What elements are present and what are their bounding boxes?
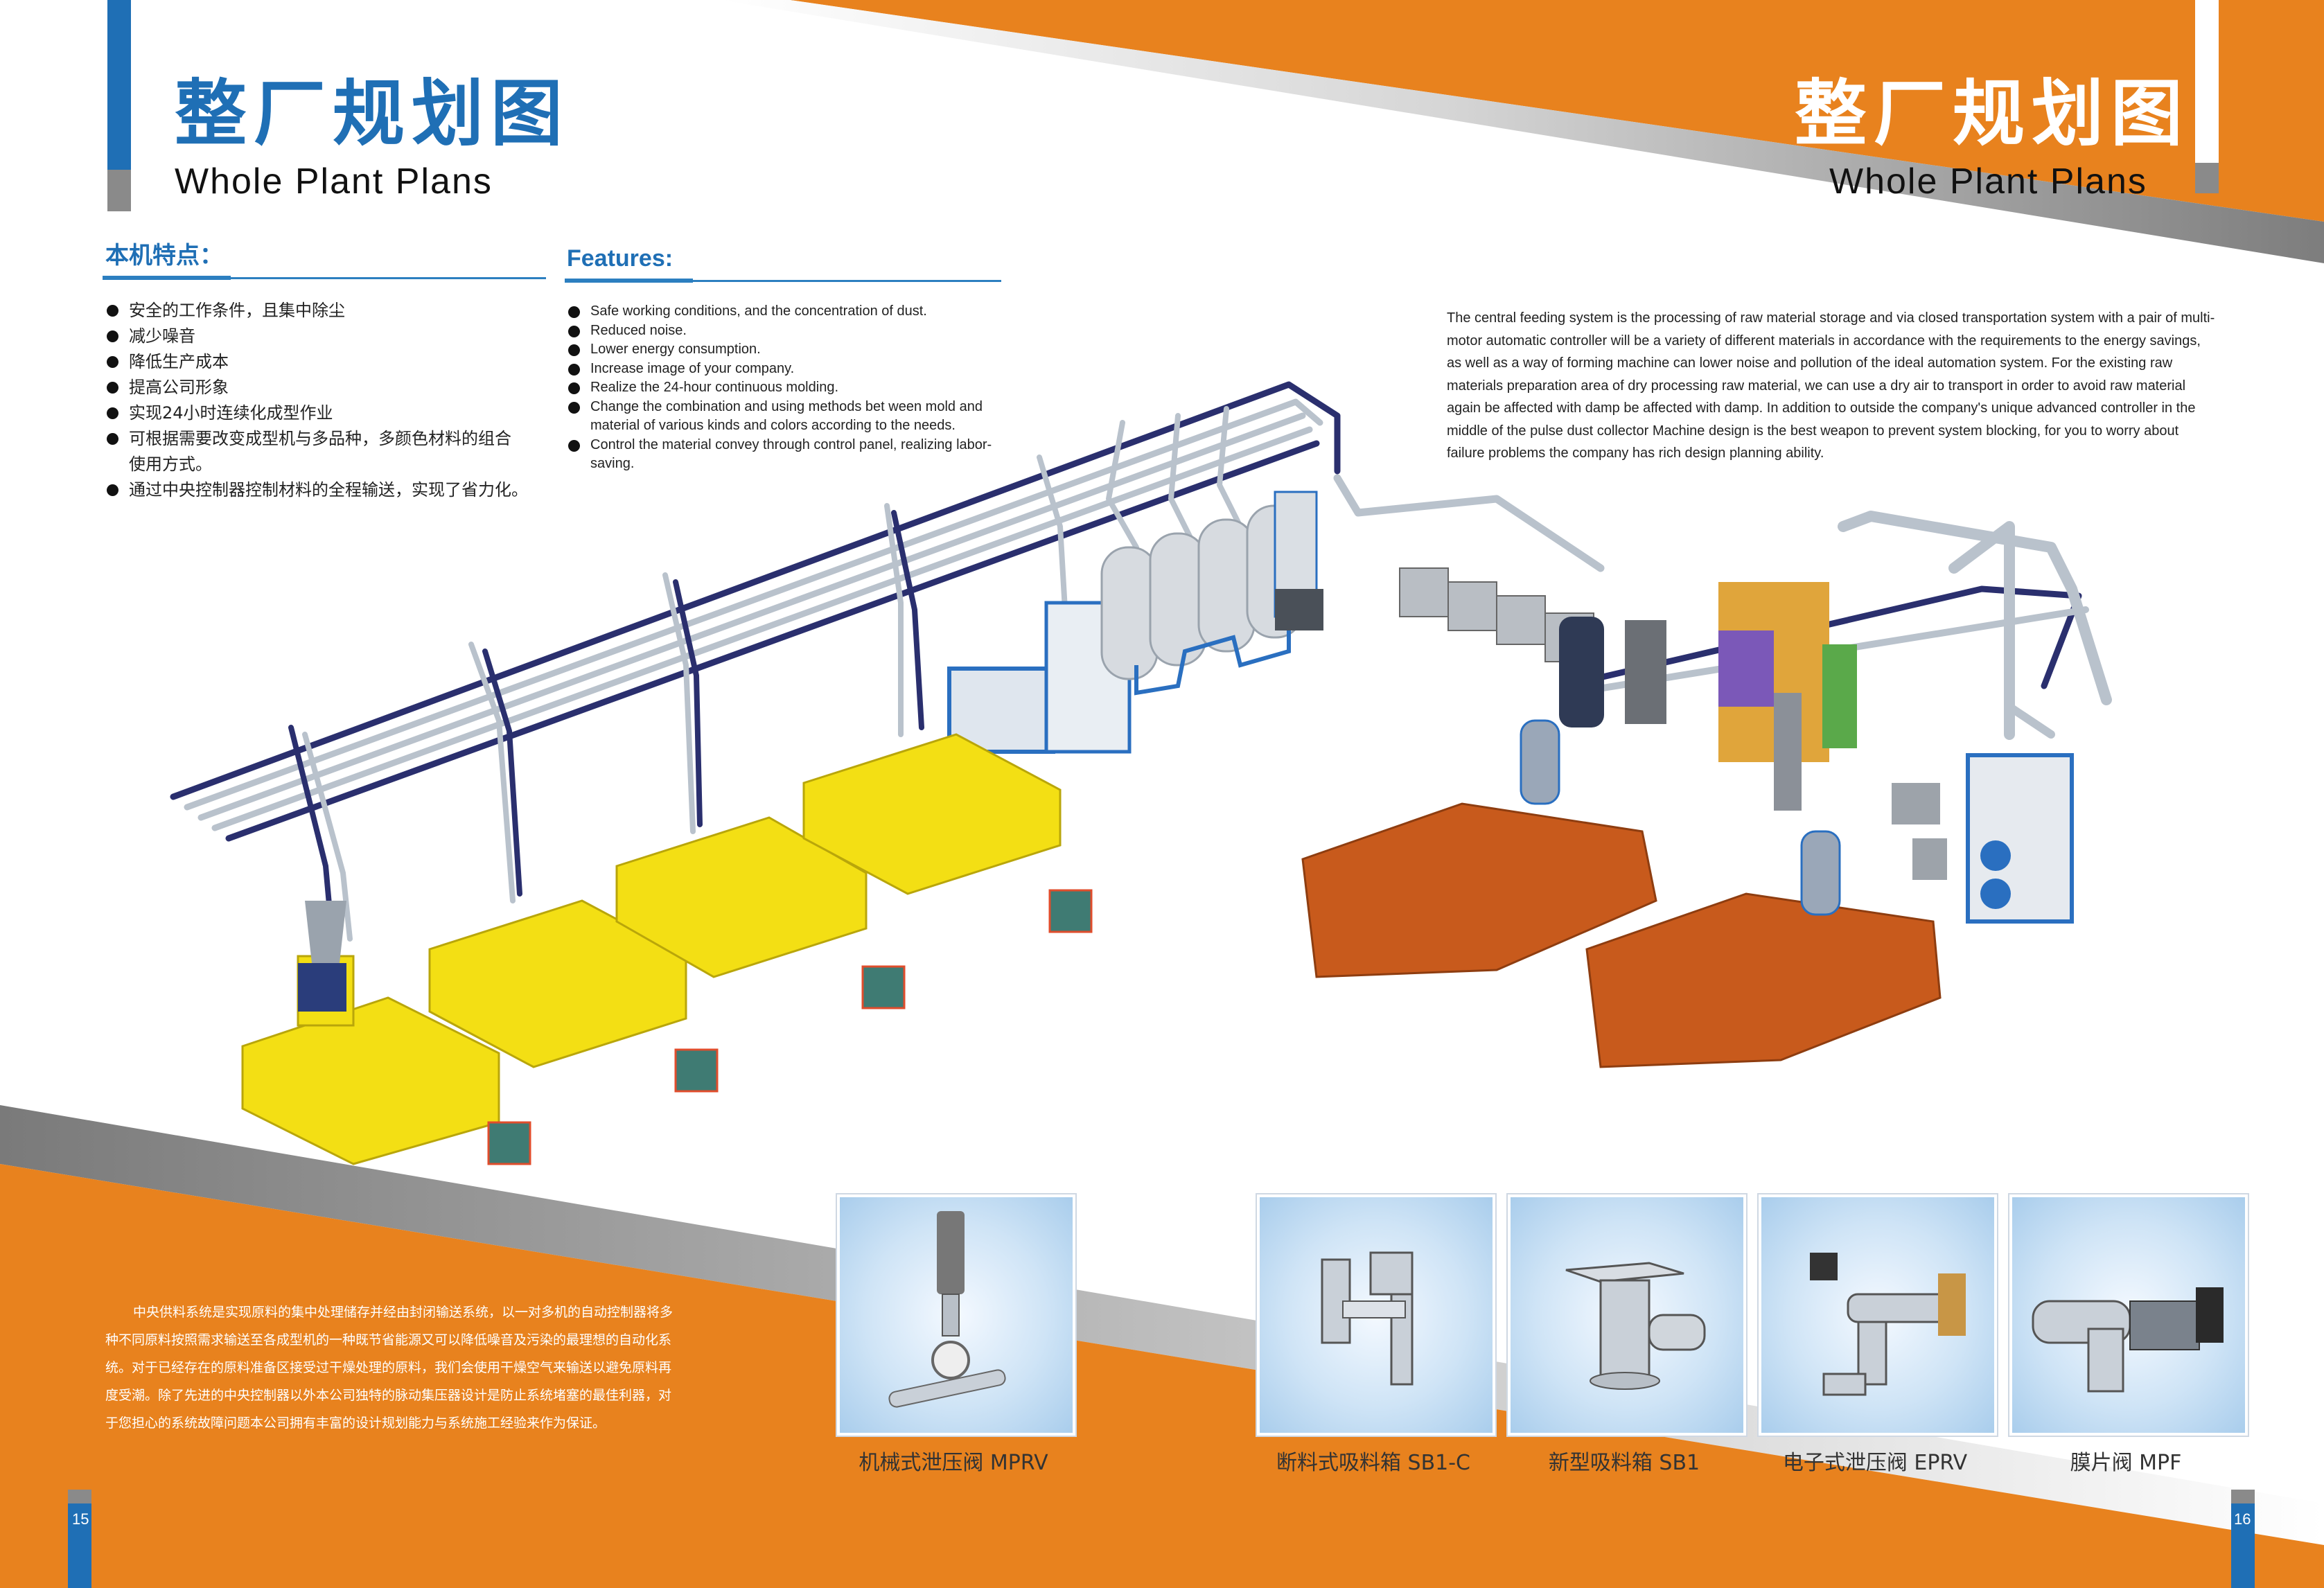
product-caption: 膜片阀 MPF — [2070, 1451, 2182, 1475]
list-item: Control the material convey through cont… — [567, 436, 1003, 474]
diaphragm-valve-icon — [2032, 1287, 2224, 1393]
description-zh: 中央供料系统是实现原料的集中处理储存并经由封闭输送系统，以一对多机的自动控制器将… — [105, 1305, 674, 1431]
material-bins — [1399, 567, 1666, 727]
electronic-valve-icon — [1810, 1253, 1966, 1396]
list-item: 通过中央控制器控制材料的全程输送，实现了省力化。 — [105, 477, 549, 503]
page-number-right: 16 — [2234, 1510, 2251, 1528]
yellow-molding-machines — [241, 733, 1062, 1165]
list-item: 实现24小时连续化成型作业 — [105, 400, 549, 426]
features-heading-en: Features: — [567, 245, 674, 272]
control-boxes — [487, 889, 1093, 1165]
product-caption: 断料式吸料箱 SB1-C — [1276, 1451, 1471, 1475]
conveying-pipes — [170, 381, 2112, 945]
list-item: Increase image of your company. — [567, 360, 1003, 379]
list-item: Lower energy consumption. — [567, 340, 1003, 360]
suction-box-icon — [1565, 1262, 1706, 1390]
list-item: Reduced noise. — [567, 321, 1003, 341]
heading-rule — [103, 277, 546, 279]
mixer-unit — [298, 901, 346, 1012]
page-title-en-right: Whole Plant Plans — [1829, 161, 2147, 202]
page-title-en-left: Whole Plant Plans — [175, 161, 493, 202]
page-title-zh-left: 整厂规划图 — [175, 71, 570, 156]
product-photo-sb1 — [1508, 1194, 1746, 1436]
page-number-left: 15 — [72, 1510, 89, 1528]
list-item: 提高公司形象 — [105, 375, 549, 400]
features-list-en: Safe working conditions, and the concent… — [567, 302, 1003, 474]
product-caption: 新型吸料箱 SB1 — [1548, 1451, 1700, 1475]
list-item: 安全的工作条件，且集中除尘 — [105, 298, 549, 324]
product-caption: 机械式泄压阀 MPRV — [859, 1451, 1048, 1475]
list-item: 减少噪音 — [105, 324, 549, 349]
hopper-loaders — [1520, 719, 1841, 916]
product-photo-eprv — [1759, 1194, 1997, 1436]
list-item: 降低生产成本 — [105, 349, 549, 375]
dust-collector-tower — [1718, 582, 2074, 924]
description-en: The central feeding system is the proces… — [1447, 310, 2215, 461]
features-heading-zh: 本机特点： — [105, 242, 223, 270]
product-photo-mprv — [837, 1194, 1075, 1436]
pressure-relief-valve-icon — [888, 1211, 1006, 1408]
product-photo-mpf — [2009, 1194, 2248, 1436]
drying-hopper-station — [947, 491, 1323, 754]
product-photo-sb1-c — [1257, 1194, 1495, 1436]
list-item: 可根据需要改变成型机与多品种，多颜色材料的组合使用方式。 — [105, 426, 517, 477]
features-list-zh: 安全的工作条件，且集中除尘 减少噪音 降低生产成本 提高公司形象 实现24小时连… — [105, 298, 549, 503]
list-item: Change the combination and using methods… — [567, 398, 1003, 436]
list-item: Safe working conditions, and the concent… — [567, 302, 1003, 321]
suction-box-icon — [1321, 1251, 1414, 1386]
orange-molding-machines — [1301, 802, 1942, 1068]
product-caption: 电子式泄压阀 EPRV — [1782, 1451, 1968, 1475]
page-title-zh-right: 整厂规划图 — [1795, 71, 2190, 156]
heading-rule — [565, 280, 1001, 282]
list-item: Realize the 24-hour continuous molding. — [567, 378, 1003, 398]
